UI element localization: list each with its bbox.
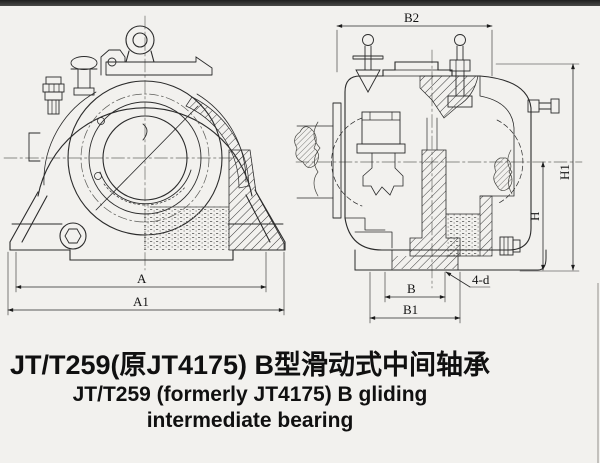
bracket-hole — [107, 57, 117, 67]
dim-label-A: A — [137, 271, 147, 286]
scan-right-edge-artifact — [597, 283, 599, 463]
grease-fitting-icon — [42, 76, 65, 115]
interior-oil-cup — [344, 111, 406, 249]
shell-split-line — [95, 105, 199, 211]
front-view-dimensions — [7, 251, 285, 316]
bearing-drawing: A A1 — [0, 6, 600, 346]
housing-outline — [344, 61, 532, 251]
caption-block: JT/T259(原JT4175) B型滑动式中间轴承 JT/T259 (form… — [0, 348, 500, 434]
base-side-bolt — [499, 236, 521, 256]
stud-bolt-left — [352, 34, 384, 93]
end-flange-plate — [332, 102, 342, 219]
dim-label-4d: 4-d — [472, 272, 490, 287]
front-view: A A1 — [3, 15, 286, 316]
cap-bolt-channel — [426, 117, 438, 151]
flange-hole — [97, 117, 105, 125]
dim-label-B1: B1 — [403, 302, 418, 317]
dim-label-B: B — [407, 281, 416, 296]
base-section-hatch — [228, 149, 285, 251]
section-view: B2 B B1 4-d H H1 — [294, 10, 583, 324]
title-english-line1: JT/T259 (formerly JT4175) B gliding — [72, 383, 428, 406]
oil-hole — [142, 123, 148, 141]
scan-top-edge-bar — [0, 0, 600, 6]
title-chinese: JT/T259(原JT4175) B型滑动式中间轴承 — [9, 350, 491, 380]
rib-section-hatch — [479, 195, 493, 257]
top-bracket — [100, 49, 213, 76]
oil-region-stipple — [446, 214, 480, 256]
section-view-dimensions — [336, 24, 580, 324]
base-and-feet — [9, 189, 286, 261]
dim-label-B2: B2 — [404, 10, 419, 25]
dim-label-A1: A1 — [133, 294, 149, 309]
technical-drawing-svg: A A1 — [3, 10, 583, 324]
lifting-eye-ring — [125, 25, 155, 63]
oil-sump-stipple — [143, 206, 230, 250]
title-english-line2: intermediate bearing — [146, 409, 354, 432]
dim-label-H: H — [527, 212, 542, 221]
cap-section-hatch — [419, 75, 479, 119]
dim-label-H1: H1 — [557, 164, 572, 180]
side-grease-nipple — [527, 98, 560, 114]
bore-circles — [67, 80, 223, 236]
bore-dashed-arc-left — [331, 117, 363, 207]
grease-cup-icon — [70, 56, 98, 96]
hex-socket — [64, 228, 82, 244]
side-boss — [28, 132, 41, 162]
shaft-break-left — [294, 121, 334, 199]
flange-hole — [94, 172, 102, 180]
base-bolt-hole — [59, 222, 87, 250]
inner-wall-right — [479, 75, 515, 197]
